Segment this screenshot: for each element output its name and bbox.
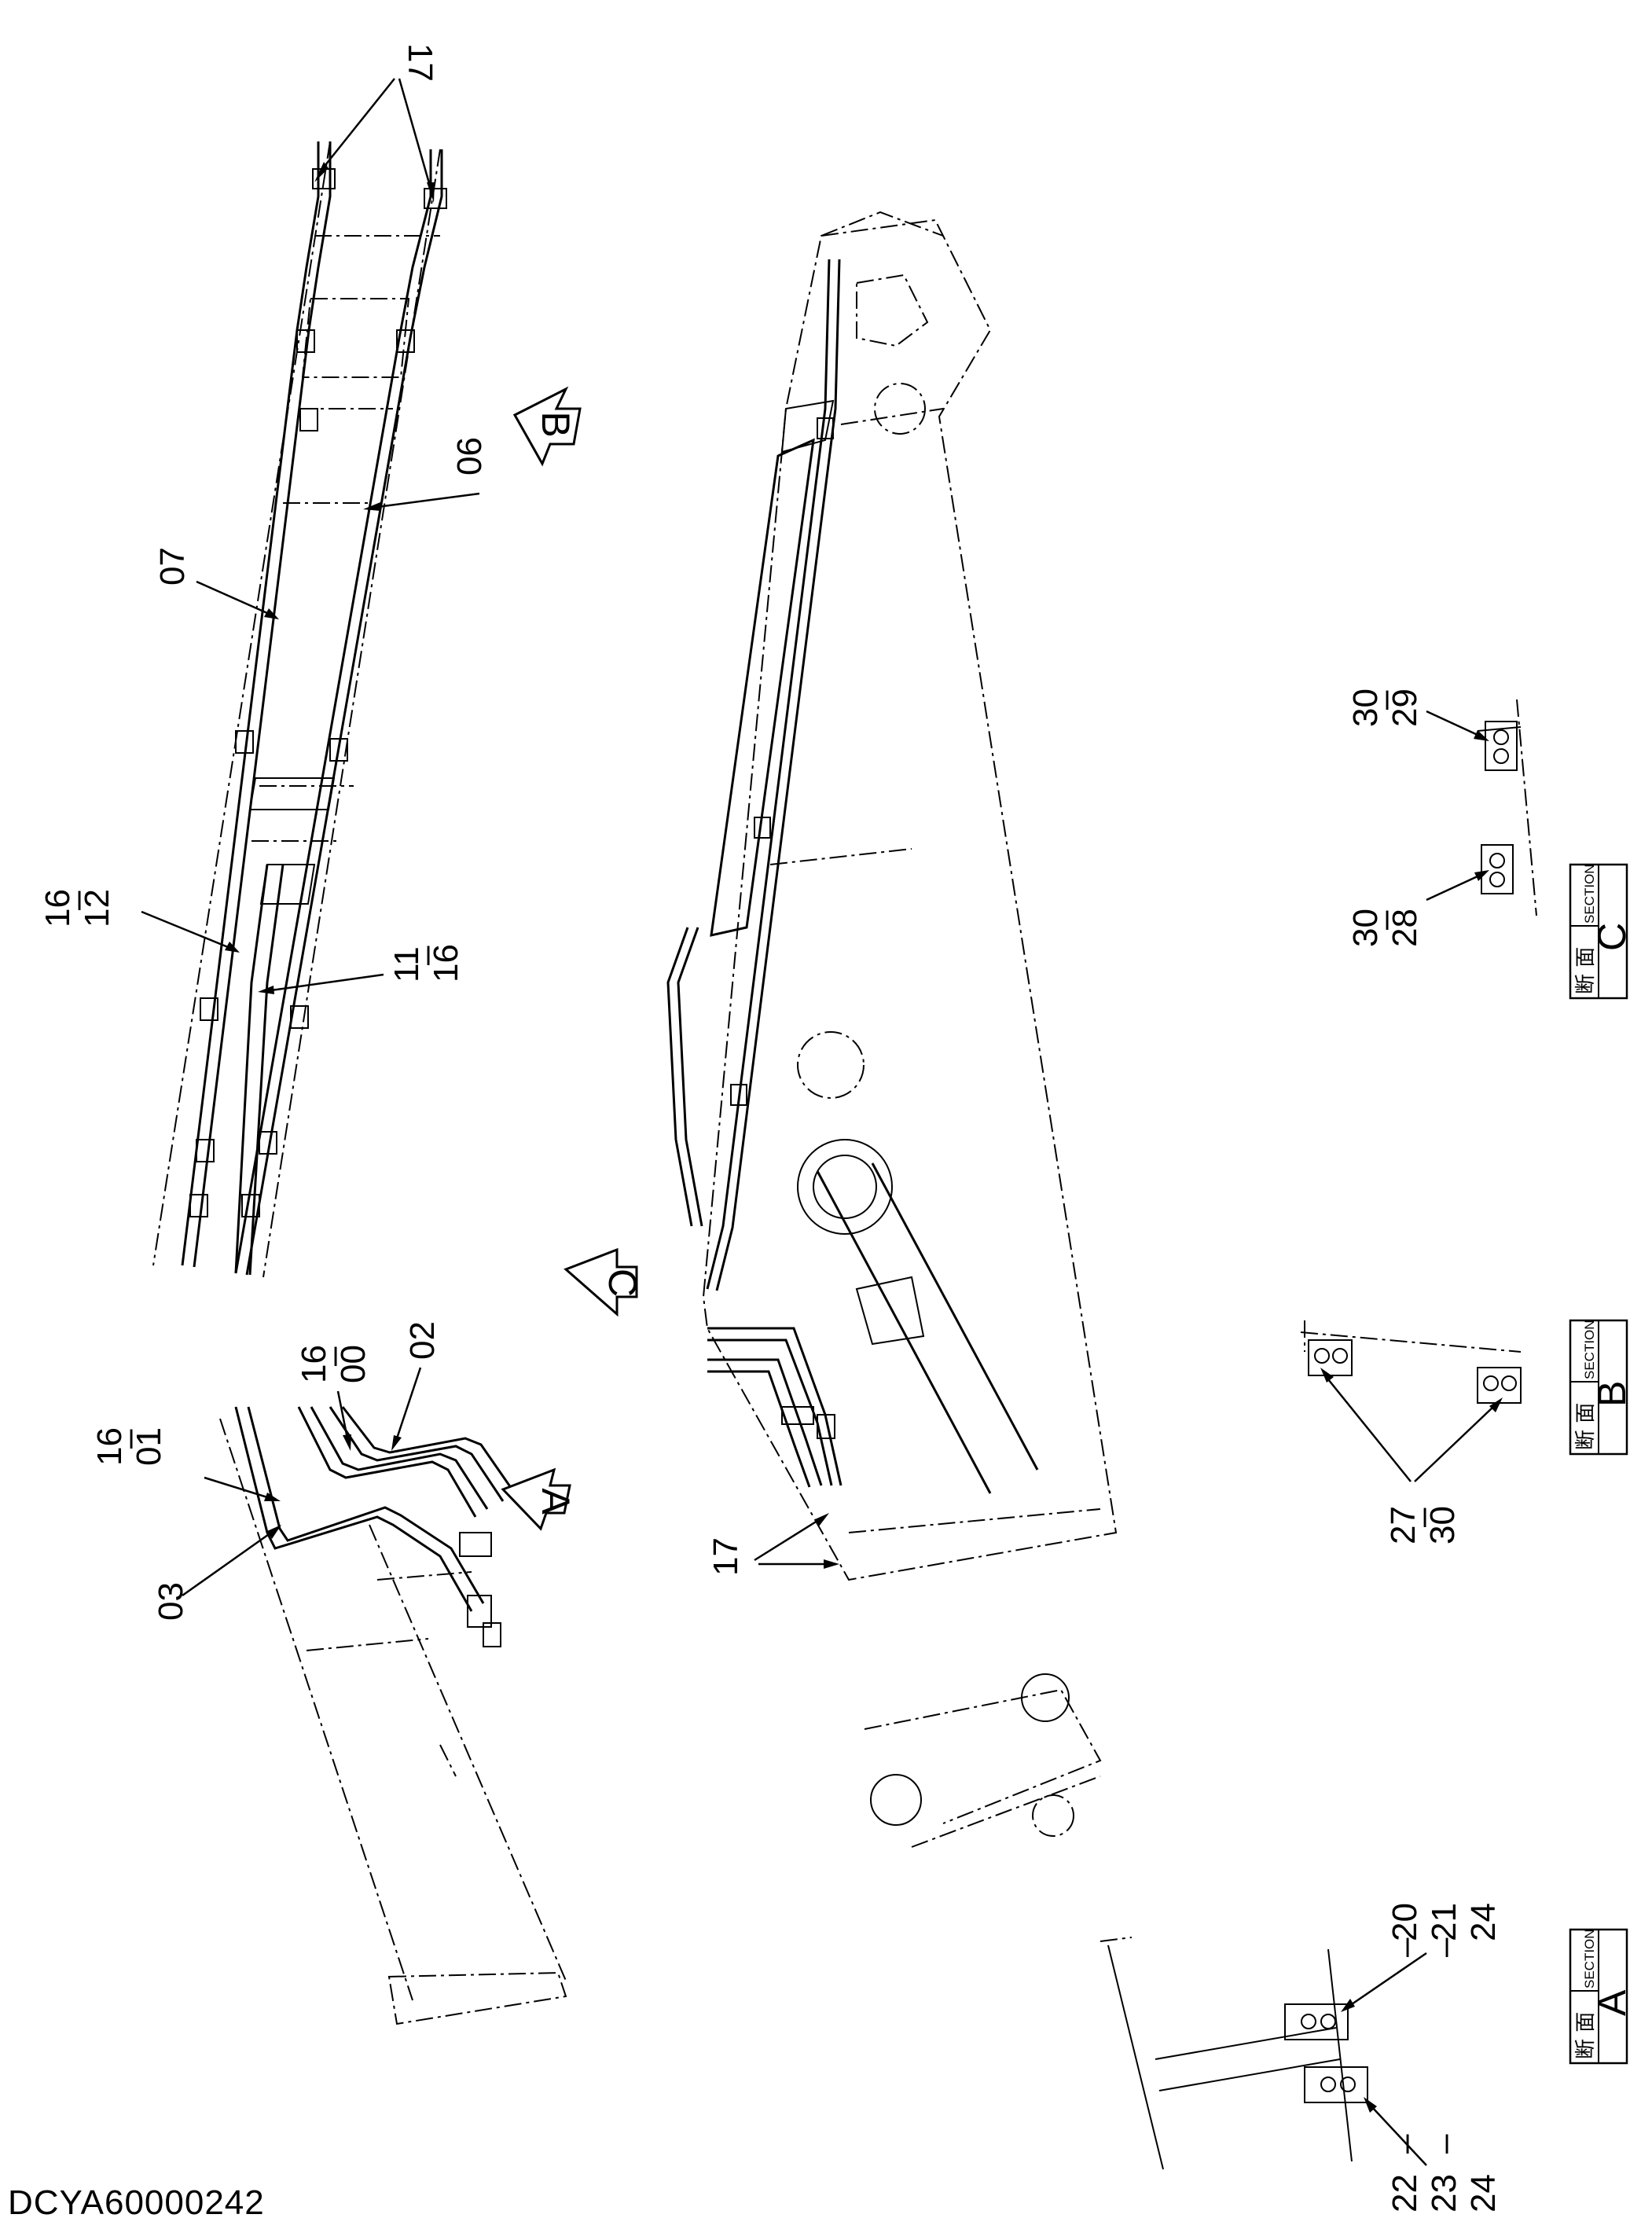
part-labels: 17 06 07 16 – 12 11 – 16 16 – 00 02 16 –… xyxy=(39,43,1503,2212)
section-a-letter: A xyxy=(1590,1989,1634,2016)
label-02: 02 xyxy=(403,1321,442,1360)
section-c-detail xyxy=(1477,699,1537,916)
label-separator: – xyxy=(1365,910,1404,930)
label-27-30-second: 30 xyxy=(1423,1506,1462,1544)
label-16-01-second: 01 xyxy=(130,1427,168,1466)
view-arrow-a: A xyxy=(501,1467,578,1531)
section-b-detail xyxy=(1300,1320,1522,1404)
label-30-29-first: 30 xyxy=(1346,689,1385,727)
section-box-a: 断 面 SECTION A xyxy=(1569,1928,1634,2065)
label-11-16-first: 11 xyxy=(387,946,426,982)
section-box-c: 断 面 SECTION C xyxy=(1569,863,1634,1000)
label-30-28-second: 28 xyxy=(1386,909,1424,947)
drawing-id: DCYA60000242 xyxy=(8,2183,265,2222)
label-06: 06 xyxy=(450,437,489,476)
section-a-kanji: 断 面 xyxy=(1574,2012,1598,2059)
view-arrow-a-letter: A xyxy=(534,1488,578,1515)
label-17-middle: 17 xyxy=(707,1537,745,1576)
view-arrow-c-letter: C xyxy=(600,1269,644,1297)
label-separator: – xyxy=(406,946,445,965)
section-c-kanji: 断 面 xyxy=(1574,947,1598,994)
section-c-word: SECTION xyxy=(1582,864,1597,924)
label-22-23-24-second: 23 xyxy=(1425,2174,1463,2212)
label-11-16-second: 16 xyxy=(427,944,465,982)
label-separator: – xyxy=(1425,2134,1463,2154)
label-16-00-second: 00 xyxy=(334,1345,373,1383)
label-separator: – xyxy=(1425,1937,1463,1957)
view-arrow-c: C xyxy=(564,1247,644,1317)
section-c-letter: C xyxy=(1590,923,1634,951)
label-22-23-24-first: 22 xyxy=(1386,2174,1424,2212)
label-22-23-24-third: 24 xyxy=(1464,2174,1503,2212)
label-separator: – xyxy=(314,1346,352,1366)
label-separator: – xyxy=(1403,1507,1441,1527)
label-16-01-first: 16 xyxy=(90,1427,129,1466)
leader-lines xyxy=(141,78,1503,2166)
label-16-12-second: 12 xyxy=(78,889,116,927)
label-03: 03 xyxy=(152,1582,190,1621)
section-b-kanji: 断 面 xyxy=(1574,1403,1598,1450)
label-16-00-first: 16 xyxy=(295,1345,333,1383)
view-arrow-b: B xyxy=(512,386,582,467)
boom-piping-detail xyxy=(152,141,447,1278)
label-separator: – xyxy=(1386,1937,1424,1957)
label-30-28-first: 30 xyxy=(1346,909,1385,947)
label-20-21-24-third: 24 xyxy=(1464,1903,1503,1941)
label-separator: – xyxy=(109,1429,148,1449)
label-separator: – xyxy=(1386,2134,1424,2154)
section-a-word: SECTION xyxy=(1582,1929,1597,1988)
label-07: 07 xyxy=(153,547,192,586)
label-30-29-second: 29 xyxy=(1386,689,1424,727)
label-separator: – xyxy=(1365,690,1404,710)
section-b-word: SECTION xyxy=(1582,1320,1597,1379)
label-16-12-first: 16 xyxy=(39,889,77,927)
section-box-b: 断 面 SECTION B xyxy=(1569,1319,1634,1456)
label-20-21-24-second: 21 xyxy=(1425,1903,1463,1941)
label-20-21-24-first: 20 xyxy=(1386,1903,1424,1941)
arm-assembly xyxy=(666,211,1118,1848)
label-separator: – xyxy=(57,890,96,910)
label-27-30-first: 27 xyxy=(1384,1506,1423,1544)
label-17-top: 17 xyxy=(401,43,439,82)
section-b-letter: B xyxy=(1590,1381,1634,1407)
arm-base-detail xyxy=(219,1406,567,2025)
section-a-detail xyxy=(1099,1937,1368,2170)
view-arrow-b-letter: B xyxy=(534,411,578,437)
